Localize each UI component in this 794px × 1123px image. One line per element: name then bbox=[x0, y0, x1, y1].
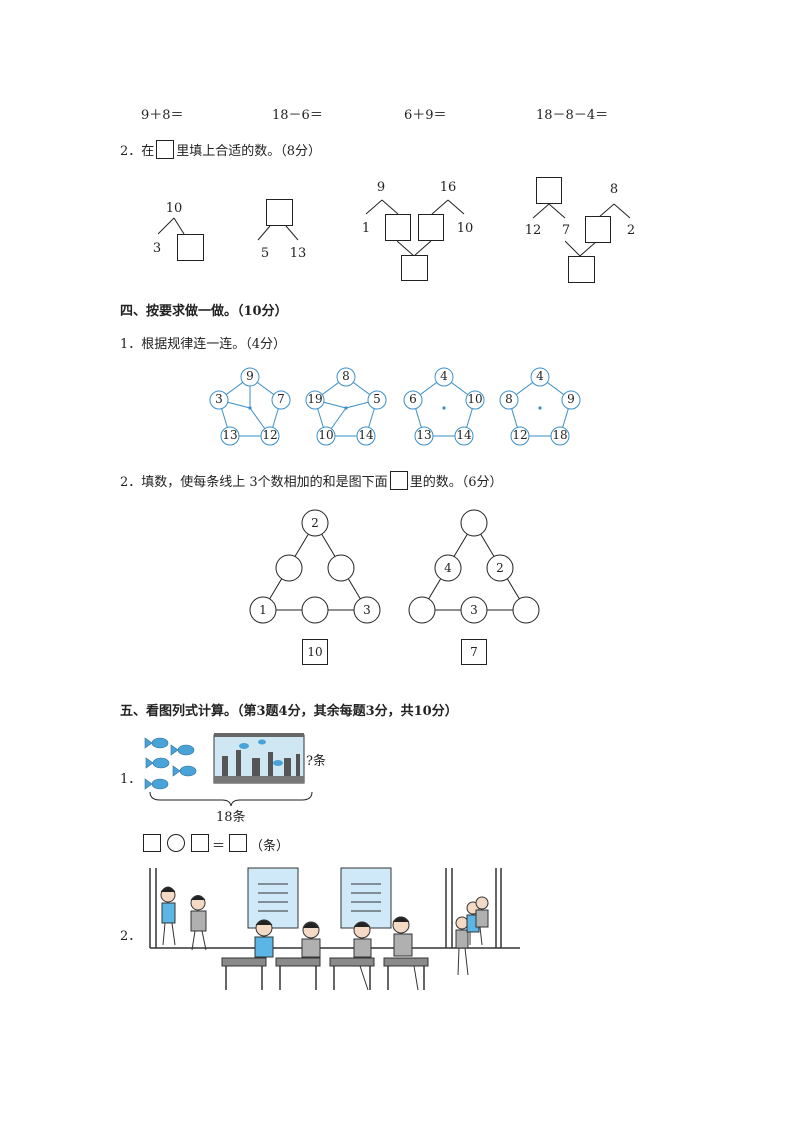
tri1-bottom-right: 3 bbox=[363, 603, 371, 617]
section4-q2-suffix: 里的数。（6分） bbox=[409, 475, 503, 490]
pent3-top: 4 bbox=[440, 369, 448, 383]
tree3-answer-box-left[interactable] bbox=[385, 214, 411, 241]
pent2-top: 8 bbox=[342, 369, 350, 383]
tree2-left: 5 bbox=[260, 246, 270, 261]
pent2-left: 19 bbox=[307, 392, 323, 406]
pent4-top: 4 bbox=[536, 369, 544, 383]
pent2-right: 5 bbox=[373, 392, 381, 406]
pent1-br: 12 bbox=[262, 428, 278, 442]
eq-unit: （条） bbox=[250, 839, 290, 854]
tree3-top-a: 9 bbox=[376, 180, 386, 195]
pent3-br: 14 bbox=[456, 428, 472, 442]
tri2-mid-left: 4 bbox=[444, 561, 452, 575]
pent3-left: 6 bbox=[409, 392, 417, 406]
pent3-right: 10 bbox=[467, 392, 483, 406]
eq-box-1[interactable] bbox=[143, 834, 161, 852]
tree4-mid: 7 bbox=[561, 223, 571, 238]
section4-title: 四、按要求做一做。（10分） bbox=[120, 304, 288, 319]
pent4-bl: 12 bbox=[512, 428, 528, 442]
tree4-answer-box-top[interactable] bbox=[536, 177, 562, 204]
tree1-top: 10 bbox=[165, 201, 183, 216]
tree4-left: 12 bbox=[524, 223, 542, 238]
tree3-answer-box-bottom[interactable] bbox=[401, 255, 428, 281]
expr-2: 18－6＝ bbox=[272, 108, 323, 123]
s5-q1-total: 18条 bbox=[216, 810, 246, 825]
tree3-top-b: 16 bbox=[439, 180, 457, 195]
tree4-top-b: 8 bbox=[609, 182, 619, 197]
pent2-bl: 10 bbox=[318, 428, 334, 442]
s5-q1-number: 1． bbox=[120, 772, 142, 787]
tri2-target-box: 7 bbox=[461, 639, 487, 665]
section4-q1: 1．根据规律连一连。（4分） bbox=[120, 337, 287, 352]
answer-box-icon bbox=[389, 471, 408, 490]
tree4-right: 2 bbox=[626, 223, 636, 238]
tri1-top: 2 bbox=[311, 516, 319, 530]
tree2-answer-box[interactable] bbox=[266, 199, 293, 226]
tri2-bottom-mid: 3 bbox=[470, 603, 478, 617]
tree3-left: 1 bbox=[361, 221, 371, 236]
s5-q1-question: ?条 bbox=[306, 754, 326, 769]
pent3-bl: 13 bbox=[416, 428, 432, 442]
q2-suffix: 里填上合适的数。（8分） bbox=[176, 144, 322, 159]
tree1-answer-box[interactable] bbox=[177, 234, 204, 261]
tree2-right: 13 bbox=[289, 246, 307, 261]
s5-q2-number: 2． bbox=[120, 929, 142, 944]
expr-3: 6＋9＝ bbox=[404, 108, 447, 123]
q2-heading: 2．在 里填上合适的数。（8分） bbox=[120, 140, 321, 159]
eq-operator-circle[interactable] bbox=[167, 834, 185, 852]
eq-equals: ＝ bbox=[212, 839, 226, 854]
pent2-br: 14 bbox=[358, 428, 374, 442]
expr-4: 18－8－4＝ bbox=[536, 108, 609, 123]
q2-prefix: 2．在 bbox=[120, 144, 155, 159]
tri1-target-box: 10 bbox=[302, 639, 328, 665]
pent1-left: 3 bbox=[215, 392, 223, 406]
tree1-left: 3 bbox=[152, 241, 162, 256]
tri1-bottom-left: 1 bbox=[259, 603, 267, 617]
section4-q2-prefix: 2．填数，使每条线上 3个数相加的和是图下面 bbox=[120, 475, 388, 490]
section5-title: 五、看图列式计算。（第3题4分，其余每题3分，共10分） bbox=[120, 704, 458, 719]
section4-q2: 2．填数，使每条线上 3个数相加的和是图下面 里的数。（6分） bbox=[120, 471, 502, 490]
tri1-target: 10 bbox=[307, 645, 323, 659]
eq-box-3[interactable] bbox=[229, 834, 247, 852]
expr-1: 9＋8＝ bbox=[141, 108, 184, 123]
pent1-top: 9 bbox=[246, 369, 254, 383]
tree3-answer-box-right[interactable] bbox=[418, 214, 444, 241]
tree3-right: 10 bbox=[456, 221, 474, 236]
tree4-answer-box-bottom[interactable] bbox=[568, 256, 595, 283]
pent4-br: 18 bbox=[552, 428, 568, 442]
pent4-left: 8 bbox=[505, 392, 513, 406]
pent1-right: 7 bbox=[277, 392, 285, 406]
pent4-right: 9 bbox=[567, 392, 575, 406]
tree4-answer-box-right[interactable] bbox=[585, 216, 611, 243]
pent1-bl: 13 bbox=[222, 428, 238, 442]
answer-box-icon bbox=[156, 140, 175, 159]
eq-box-2[interactable] bbox=[191, 834, 209, 852]
tri2-target: 7 bbox=[470, 645, 478, 659]
tri2-mid-right: 2 bbox=[496, 561, 504, 575]
